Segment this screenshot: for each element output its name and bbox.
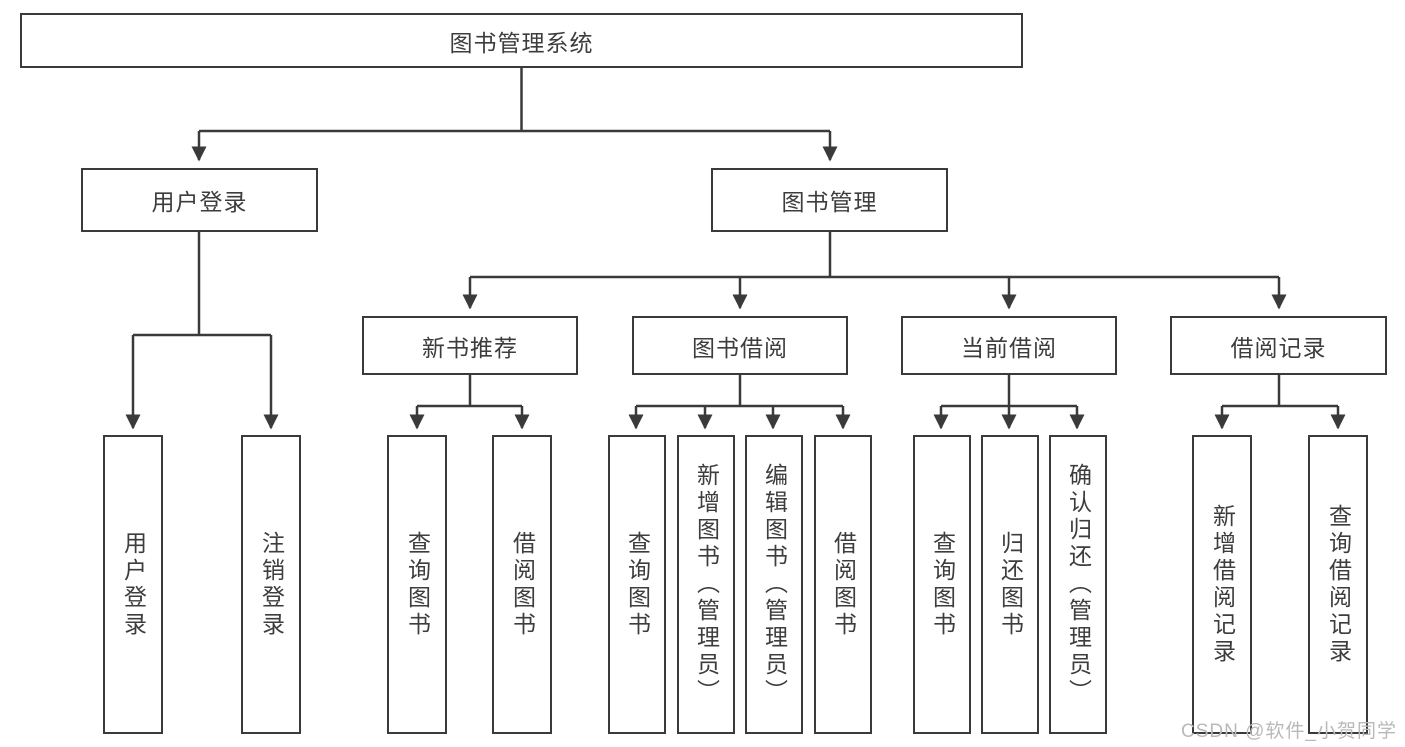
node-label: 查询借阅记录: [1325, 503, 1352, 666]
leaf-query-book-current[interactable]: 查询图书: [913, 435, 971, 734]
csdn-watermark: CSDN @软件_小贺同学: [1181, 721, 1397, 742]
node-label: 用户登录: [120, 530, 147, 639]
node-borrow-record[interactable]: 借阅记录: [1170, 316, 1387, 375]
node-label: 当前借阅: [961, 334, 1057, 361]
leaf-logout-login[interactable]: 注销登录: [241, 435, 301, 734]
node-label: 新增图书（管理员）: [693, 463, 720, 706]
leaf-edit-book-admin[interactable]: 编辑图书（管理员）: [745, 435, 803, 734]
node-label: 确认归还（管理员）: [1065, 463, 1092, 706]
node-label: 用户登录: [151, 189, 248, 215]
node-label: 图书管理系统: [449, 29, 594, 56]
node-label: 借阅图书: [830, 530, 857, 639]
node-label: 归还图书: [997, 530, 1024, 639]
leaf-confirm-return-admin[interactable]: 确认归还（管理员）: [1049, 435, 1107, 734]
node-label: 借阅记录: [1230, 334, 1327, 361]
leaf-query-book-recommend[interactable]: 查询图书: [387, 435, 447, 734]
node-book-management[interactable]: 图书管理: [711, 168, 948, 232]
leaf-user-login[interactable]: 用户登录: [103, 435, 163, 734]
leaf-add-book-admin[interactable]: 新增图书（管理员）: [677, 435, 735, 734]
node-label: 查询图书: [929, 530, 956, 639]
leaf-add-borrow-record[interactable]: 新增借阅记录: [1192, 435, 1252, 734]
node-book-borrow[interactable]: 图书借阅: [632, 316, 848, 375]
leaf-borrow-book[interactable]: 借阅图书: [814, 435, 872, 734]
node-label: 查询图书: [404, 530, 431, 639]
leaf-query-borrow-record[interactable]: 查询借阅记录: [1308, 435, 1368, 734]
node-label: 图书借阅: [692, 334, 788, 361]
node-current-borrow[interactable]: 当前借阅: [901, 316, 1117, 375]
node-label: 新增借阅记录: [1209, 503, 1236, 666]
node-user-login[interactable]: 用户登录: [81, 168, 318, 232]
node-label: 新书推荐: [422, 334, 518, 361]
node-label: 借阅图书: [509, 530, 536, 639]
leaf-return-book[interactable]: 归还图书: [981, 435, 1039, 734]
node-new-book-recommend[interactable]: 新书推荐: [362, 316, 578, 375]
node-label: 图书管理: [781, 189, 878, 215]
leaf-borrow-book-recommend[interactable]: 借阅图书: [492, 435, 552, 734]
node-root-book-management-system[interactable]: 图书管理系统: [20, 13, 1023, 68]
node-label: 查询图书: [624, 530, 651, 639]
node-label: 编辑图书（管理员）: [761, 463, 788, 706]
leaf-query-book-borrow[interactable]: 查询图书: [608, 435, 666, 734]
node-label: 注销登录: [258, 530, 285, 639]
